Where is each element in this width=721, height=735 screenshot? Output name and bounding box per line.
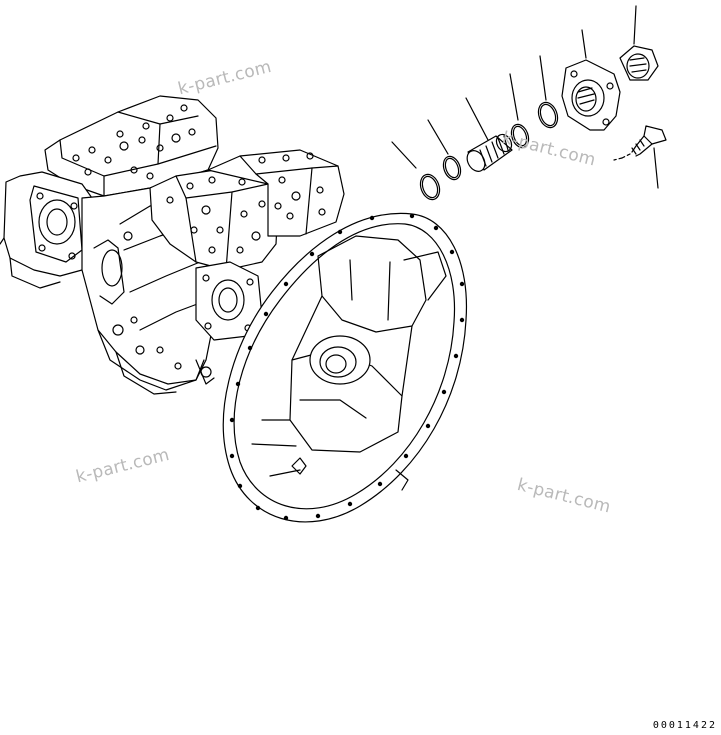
part-flange-plate (561, 29, 621, 131)
hydraulic-pump-assembly (0, 95, 345, 395)
part-o-ring-2 (427, 119, 462, 181)
mounting-flange-housing (222, 212, 468, 523)
part-o-ring-3 (509, 73, 530, 149)
part-o-ring-4 (537, 55, 559, 129)
part-hex-nut (619, 5, 659, 81)
part-threaded-fitting (465, 97, 513, 172)
part-bolt (613, 125, 667, 189)
drawing-code: 00011422 (652, 720, 717, 731)
part-o-ring-1 (391, 141, 441, 201)
